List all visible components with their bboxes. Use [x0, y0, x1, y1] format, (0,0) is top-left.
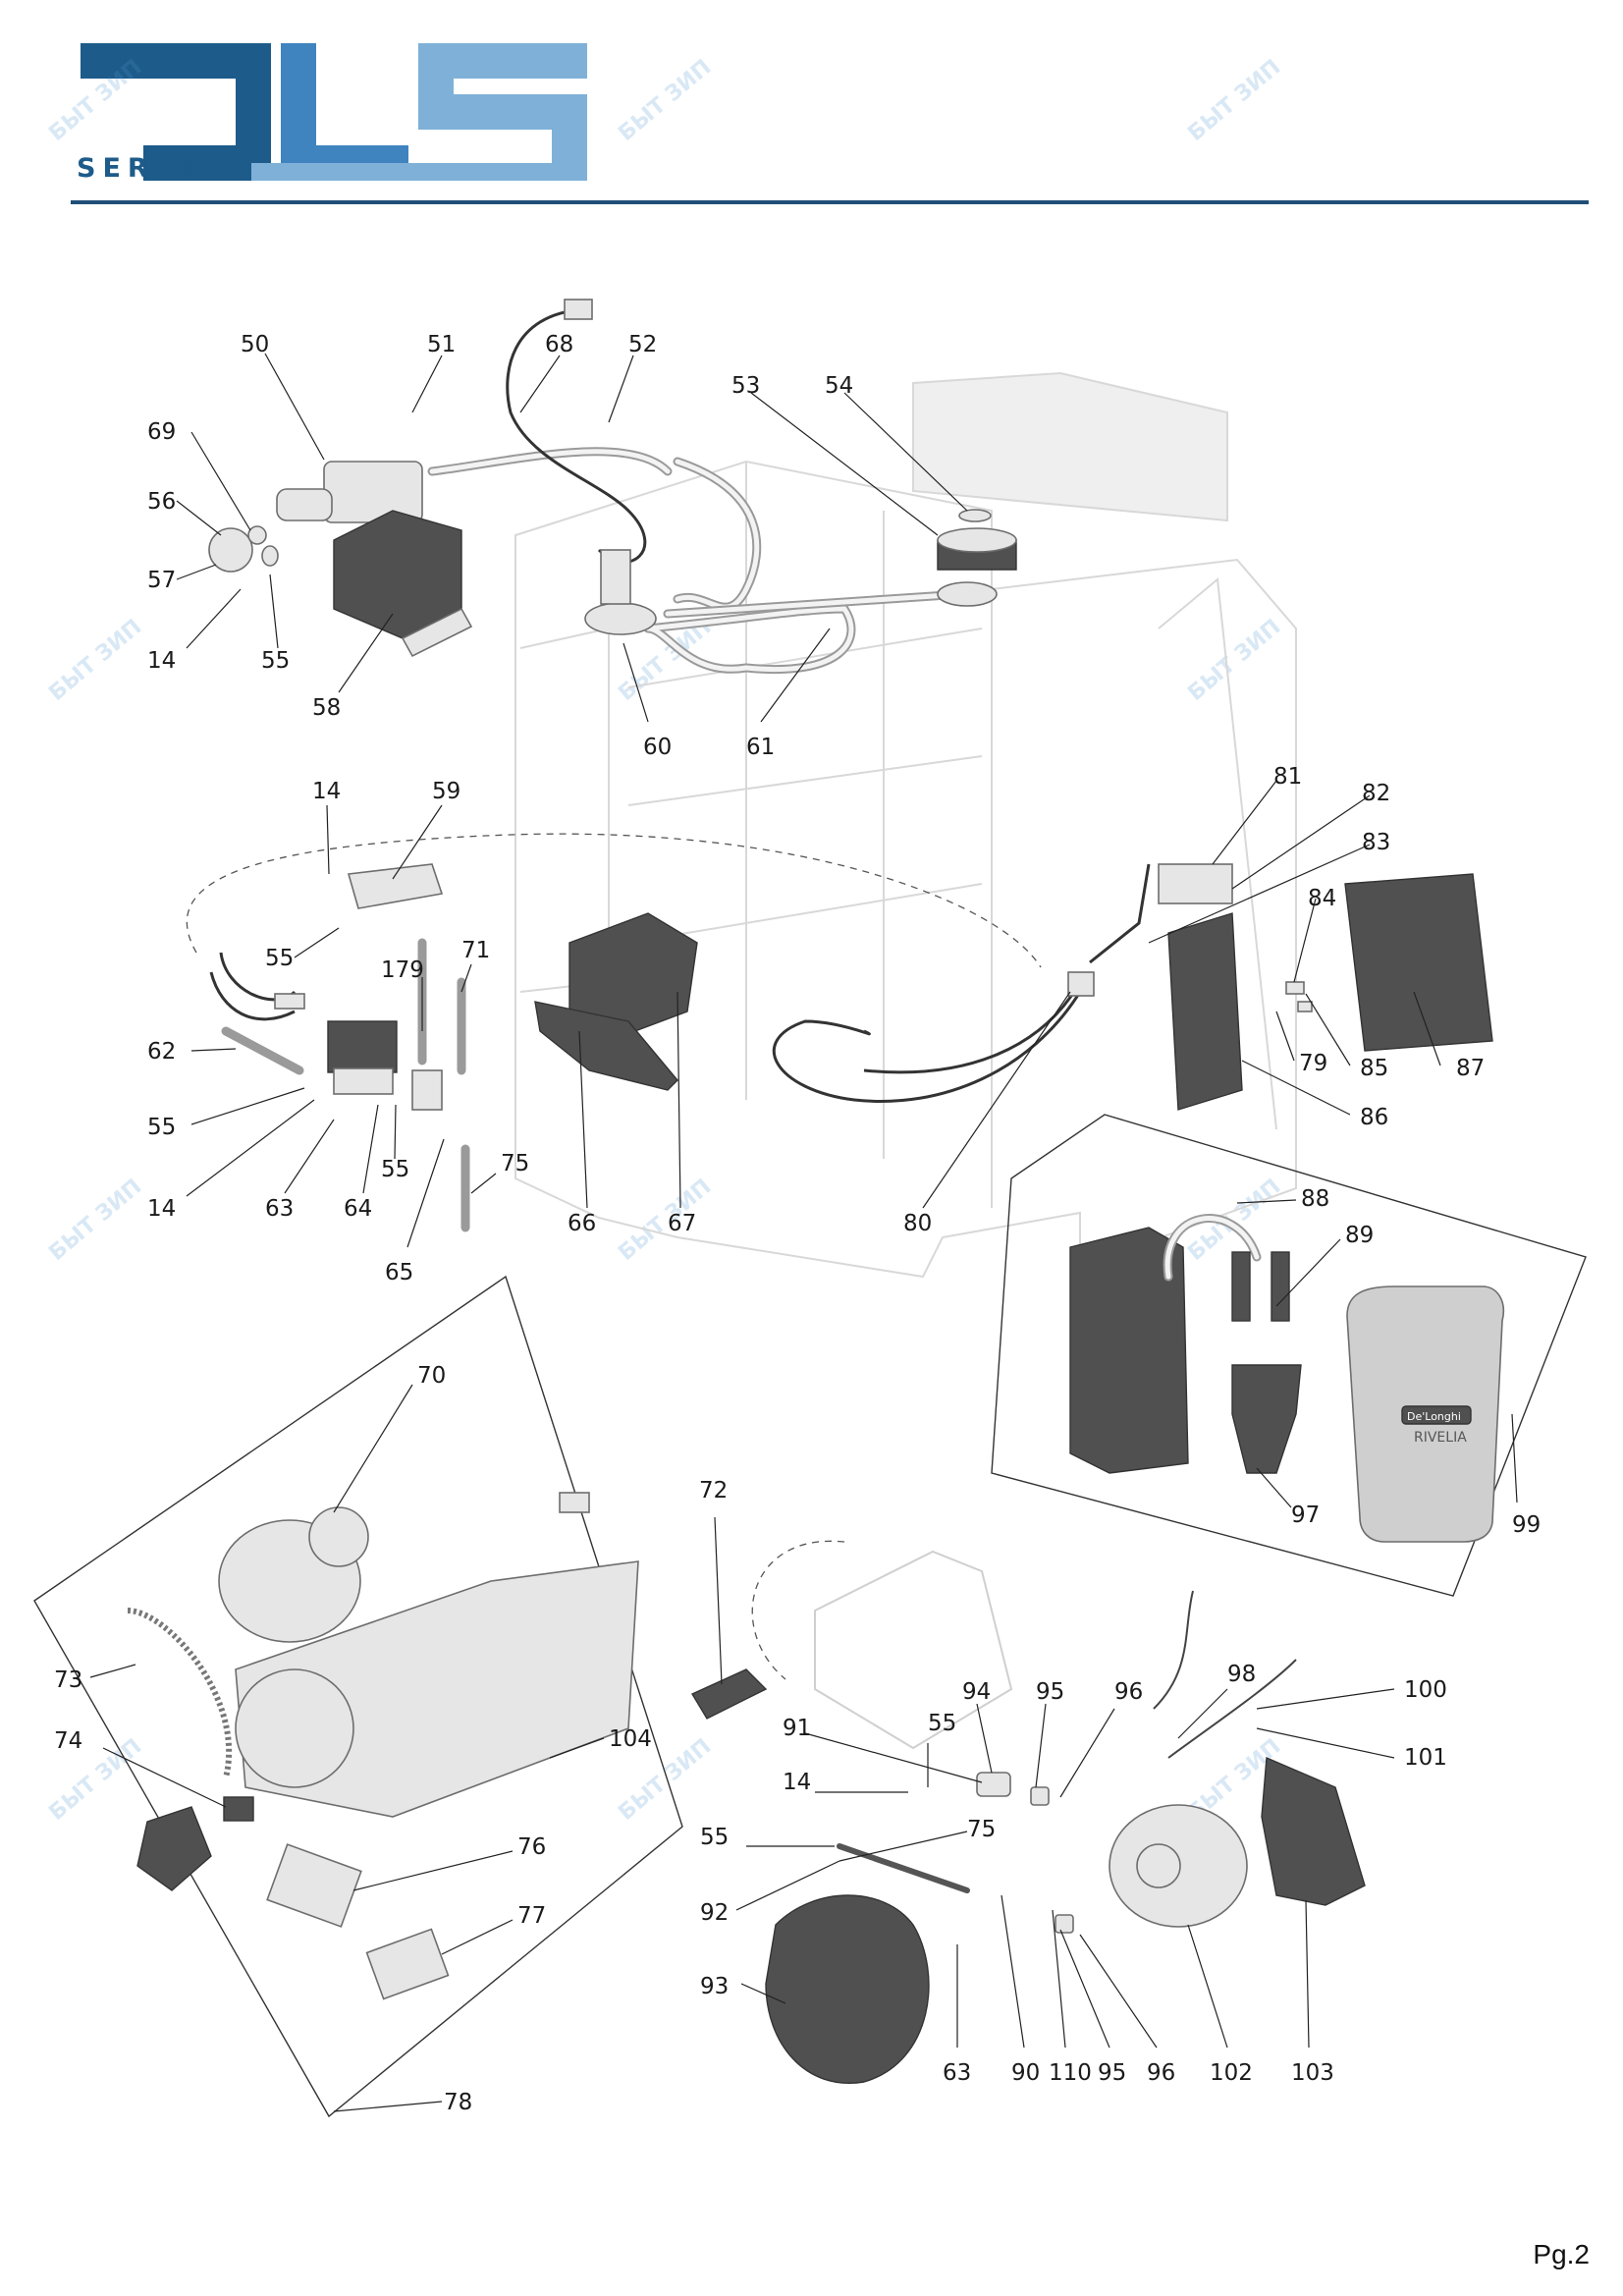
callout-72: 72 [699, 1478, 728, 1503]
dls-logo [81, 43, 587, 181]
header-rule [71, 200, 1589, 204]
callout-95: 95 [1036, 1679, 1064, 1705]
logo-service-word: SERVICE [77, 153, 250, 184]
tank-model-label: RIVELIA [1414, 1430, 1467, 1446]
callout-103: 103 [1291, 2060, 1334, 2086]
callout-61: 61 [746, 735, 775, 760]
callout-95: 95 [1098, 2060, 1126, 2086]
callout-76: 76 [517, 1834, 546, 1860]
callout-80: 80 [903, 1211, 932, 1236]
callout-97: 97 [1291, 1503, 1320, 1528]
callout-51: 51 [427, 332, 456, 357]
callout-110: 110 [1049, 2060, 1092, 2086]
callout-59: 59 [432, 779, 460, 804]
callout-65: 65 [385, 1260, 413, 1285]
callout-91: 91 [783, 1716, 811, 1741]
callout-78: 78 [444, 2090, 472, 2115]
frame-99-water-tank: De'Longhi RIVELIA [991, 1114, 1587, 1597]
callout-88: 88 [1301, 1186, 1329, 1212]
callout-14: 14 [147, 1196, 176, 1222]
callout-55: 55 [700, 1825, 729, 1850]
callout-numbers: 50 51 68 52 53 54 69 56 57 14 55 58 60 6… [54, 332, 1541, 2115]
callout-14: 14 [783, 1770, 811, 1795]
callout-90: 90 [1011, 2060, 1040, 2086]
callout-74: 74 [54, 1728, 82, 1754]
callout-57: 57 [147, 568, 176, 593]
callout-68: 68 [545, 332, 573, 357]
callout-56: 56 [147, 489, 176, 515]
callout-100: 100 [1404, 1677, 1447, 1703]
callout-81: 81 [1273, 764, 1302, 790]
callout-75: 75 [501, 1151, 529, 1176]
callout-92: 92 [700, 1900, 729, 1926]
chassis-ghost [514, 371, 1297, 1279]
callout-50: 50 [241, 332, 269, 357]
callout-53: 53 [731, 373, 760, 399]
valve-assembly [209, 863, 470, 1232]
callout-67: 67 [668, 1211, 696, 1236]
callout-55: 55 [928, 1711, 956, 1736]
callout-87: 87 [1456, 1056, 1485, 1081]
callout-102: 102 [1210, 2060, 1253, 2086]
callout-96: 96 [1147, 2060, 1175, 2086]
callout-82: 82 [1362, 781, 1390, 806]
tubes-top [427, 299, 967, 674]
callout-98: 98 [1227, 1662, 1256, 1687]
pump-50 [208, 461, 473, 658]
callout-54: 54 [825, 373, 853, 399]
callout-77: 77 [517, 1903, 546, 1929]
callout-60: 60 [643, 735, 672, 760]
callout-73: 73 [54, 1667, 82, 1693]
callout-55: 55 [147, 1115, 176, 1140]
leader-lines [89, 353, 1518, 2112]
callout-101: 101 [1404, 1745, 1447, 1771]
callout-63: 63 [265, 1196, 294, 1222]
dashed-link [186, 833, 1042, 968]
callout-55: 55 [265, 946, 294, 971]
callout-86: 86 [1360, 1105, 1388, 1130]
callout-58: 58 [312, 695, 341, 721]
parts-53-54-60 [584, 509, 1017, 635]
callout-63: 63 [943, 2060, 971, 2086]
callout-69: 69 [147, 419, 176, 445]
brew-unit [690, 1540, 1366, 2084]
callout-93: 93 [700, 1974, 729, 1999]
callout-85: 85 [1360, 1056, 1388, 1081]
callout-14: 14 [147, 648, 176, 674]
callout-62: 62 [147, 1039, 176, 1065]
callout-179: 179 [381, 957, 424, 983]
callout-75: 75 [967, 1817, 996, 1842]
callout-52: 52 [628, 332, 657, 357]
callout-79: 79 [1299, 1051, 1327, 1076]
callout-64: 64 [344, 1196, 372, 1222]
callout-96: 96 [1114, 1679, 1143, 1705]
board-cables [773, 863, 1233, 1103]
callout-14: 14 [312, 779, 341, 804]
callout-84: 84 [1308, 886, 1336, 911]
callout-55: 55 [381, 1157, 409, 1182]
callout-89: 89 [1345, 1223, 1374, 1248]
callout-99: 99 [1512, 1512, 1541, 1538]
tank-brand-label: De'Longhi [1407, 1410, 1461, 1423]
page-number: Pg.2 [1533, 2239, 1590, 2269]
callout-104: 104 [609, 1726, 652, 1752]
callout-55: 55 [261, 648, 290, 674]
callout-71: 71 [461, 938, 490, 963]
callout-66: 66 [568, 1211, 596, 1236]
callout-83: 83 [1362, 830, 1390, 855]
parts-84-87 [1167, 873, 1493, 1111]
parts-66-67 [534, 912, 698, 1091]
callout-94: 94 [962, 1679, 991, 1705]
callout-70: 70 [417, 1363, 446, 1389]
frame-78-grinder [33, 1275, 683, 2118]
